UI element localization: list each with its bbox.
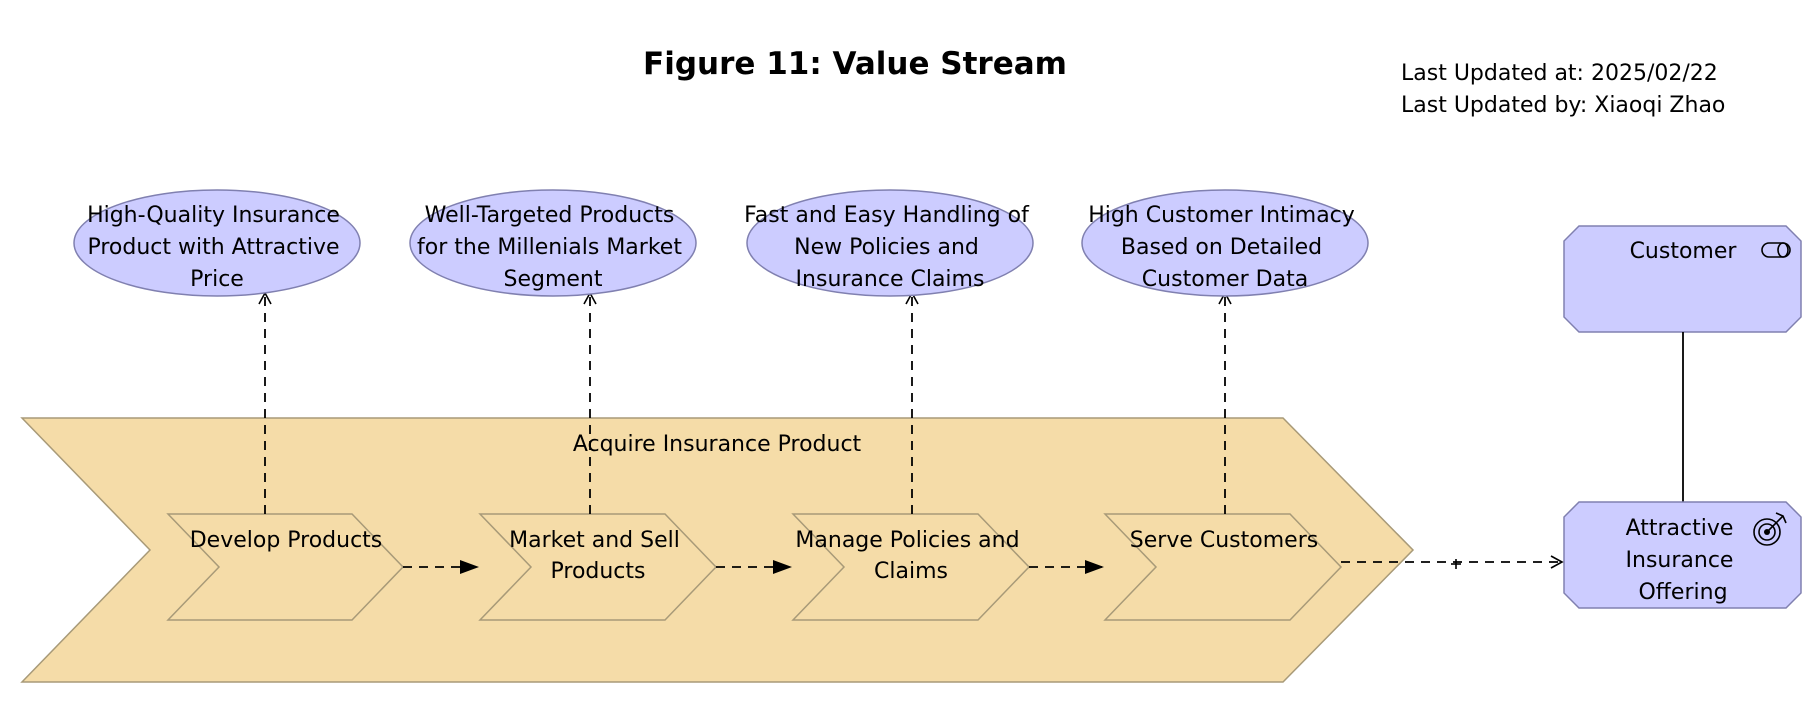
value-label-line: Customer Data xyxy=(1142,267,1308,292)
value-stream-label: Acquire Insurance Product xyxy=(573,432,862,457)
stage-serve-customers[interactable]: Serve Customers xyxy=(1103,513,1343,621)
stage-label-line: Develop Products xyxy=(190,528,383,553)
value-label-line: Insurance Claims xyxy=(796,267,985,292)
svg-text:Develop Products: Develop Products xyxy=(190,528,383,553)
stage-label-line: Products xyxy=(551,559,646,584)
value-label-line: New Policies and xyxy=(794,235,979,260)
value-label-line: Price xyxy=(190,267,244,292)
value-label-line: High-Quality Insurance xyxy=(87,203,340,228)
svg-text:Market and Sell Products: Market and Sell Products xyxy=(509,528,687,584)
value-label-line: Product with Attractive xyxy=(87,235,339,260)
stage-label-line: Claims xyxy=(874,559,948,584)
svg-text:Serve Customers: Serve Customers xyxy=(1130,528,1318,553)
value-label-line: Fast and Easy Handling of xyxy=(744,203,1030,228)
customer-role[interactable]: Customer xyxy=(1563,225,1802,333)
value-high-quality-product[interactable]: High-Quality Insurance Product with Attr… xyxy=(73,189,361,297)
value-fast-easy-handling[interactable]: Fast and Easy Handling of New Policies a… xyxy=(744,189,1036,297)
offering-label-line: Attractive xyxy=(1626,516,1734,541)
svg-text:Attractive Insurance: Attractive Insurance Offering xyxy=(1626,516,1741,605)
value-stream-shape[interactable] xyxy=(20,417,1415,683)
svg-text:High Customer Intimacy B: High Customer Intimacy Based on Detailed… xyxy=(1088,203,1362,292)
svg-text:High-Quality Insurance P: High-Quality Insurance Product with Attr… xyxy=(87,203,347,292)
stage-label-line: Market and Sell xyxy=(509,528,680,553)
value-label-line: Segment xyxy=(504,267,603,292)
last-updated-by: Last Updated by: Xiaoqi Zhao xyxy=(1401,93,1725,118)
plus-marker xyxy=(1451,559,1461,569)
stage-label-line: Manage Policies and xyxy=(795,528,1019,553)
svg-text:Well-Targeted Products f: Well-Targeted Products for the Millenial… xyxy=(417,203,689,292)
last-updated-at: Last Updated at: 2025/02/22 xyxy=(1401,61,1718,86)
stage-develop-products[interactable]: Develop Products xyxy=(166,513,405,621)
value-well-targeted-products[interactable]: Well-Targeted Products for the Millenial… xyxy=(409,189,697,297)
value-label-line: for the Millenials Market xyxy=(417,235,682,260)
offering-label-line: Offering xyxy=(1638,580,1727,605)
value-high-customer-intimacy[interactable]: High Customer Intimacy Based on Detailed… xyxy=(1081,189,1369,297)
stage-manage-policies-and-claims[interactable]: Manage Policies and Claims xyxy=(791,513,1031,621)
svg-text:Manage Policies and Clai: Manage Policies and Claims xyxy=(795,528,1026,584)
svg-text:Fast and Easy Handling of: Fast and Easy Handling of New Policies a… xyxy=(744,203,1036,292)
role-icon xyxy=(1761,242,1791,258)
target-icon xyxy=(1753,512,1787,546)
value-label-line: Based on Detailed xyxy=(1121,235,1322,260)
offering-label-line: Insurance xyxy=(1626,548,1734,573)
stage-market-and-sell-products[interactable]: Market and Sell Products xyxy=(478,513,718,621)
figure-title: Figure 11: Value Stream xyxy=(643,46,1067,82)
value-label-line: High Customer Intimacy xyxy=(1088,203,1355,228)
value-label-line: Well-Targeted Products xyxy=(425,203,675,228)
customer-label: Customer xyxy=(1630,239,1738,264)
offering-outcome[interactable]: Attractive Insurance Offering xyxy=(1563,501,1802,609)
stage-label-line: Serve Customers xyxy=(1130,528,1318,553)
